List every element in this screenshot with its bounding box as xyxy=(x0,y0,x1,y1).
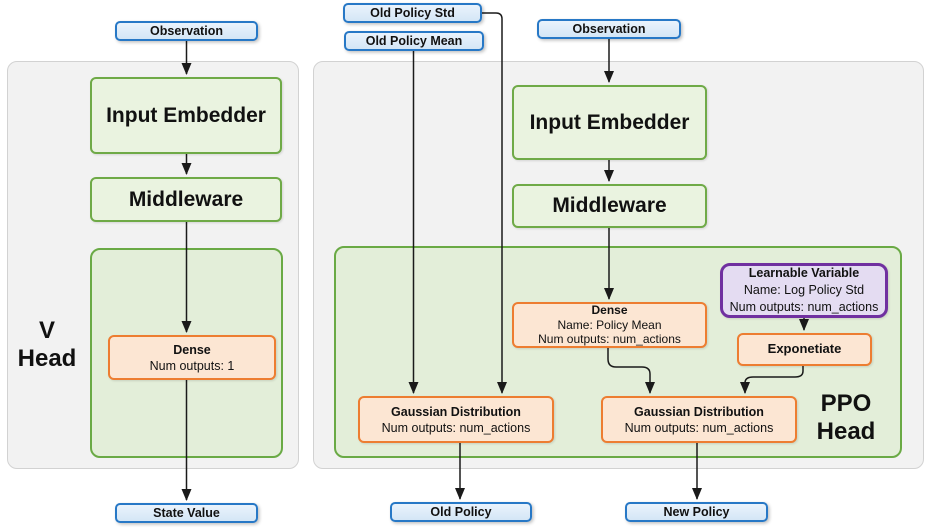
new-policy-label: New Policy xyxy=(663,505,730,519)
state-value-label: State Value xyxy=(153,506,220,520)
gaussian-title: Gaussian Distribution xyxy=(634,404,764,419)
observation-label: Observation xyxy=(572,22,646,36)
learnable-variable-title: Learnable Variable xyxy=(748,266,860,281)
new-policy-output: New Policy xyxy=(625,502,768,522)
v-head-title: V Head xyxy=(8,317,86,373)
ppo-head-title: PPO Head xyxy=(796,390,896,446)
state-value-output: State Value xyxy=(115,503,258,523)
observation-input-left: Observation xyxy=(115,21,258,41)
middleware-left: Middleware xyxy=(90,177,282,222)
v-head-title-line2: Head xyxy=(17,345,77,372)
dense-name: Name: Policy Mean xyxy=(557,317,662,332)
input-embedder-left: Input Embedder xyxy=(90,77,282,154)
gaussian-distribution-old: Gaussian Distribution Num outputs: num_a… xyxy=(358,396,554,443)
dense-policy-mean: Dense Name: Policy Mean Num outputs: num… xyxy=(512,302,707,348)
middleware-right: Middleware xyxy=(512,184,707,228)
old-policy-mean-label: Old Policy Mean xyxy=(365,34,463,48)
dense-v-head: Dense Num outputs: 1 xyxy=(108,335,276,380)
gaussian-num-outputs: Num outputs: num_actions xyxy=(381,420,531,435)
old-policy-std-input: Old Policy Std xyxy=(343,3,482,23)
learnable-variable-name: Name: Log Policy Std xyxy=(743,283,865,298)
exponetiate-label: Exponetiate xyxy=(767,341,842,357)
old-policy-std-label: Old Policy Std xyxy=(370,6,455,20)
learnable-variable-num-outputs: Num outputs: num_actions xyxy=(729,299,879,314)
input-embedder-right: Input Embedder xyxy=(512,85,707,160)
dense-title: Dense xyxy=(173,342,211,357)
dense-num-outputs: Num outputs: 1 xyxy=(149,358,235,373)
old-policy-mean-input: Old Policy Mean xyxy=(344,31,484,51)
gaussian-num-outputs: Num outputs: num_actions xyxy=(624,420,774,435)
learnable-variable: Learnable Variable Name: Log Policy Std … xyxy=(720,263,888,318)
dense-num-outputs: Num outputs: num_actions xyxy=(538,332,681,347)
gaussian-title: Gaussian Distribution xyxy=(391,404,521,419)
gaussian-distribution-new: Gaussian Distribution Num outputs: num_a… xyxy=(601,396,797,443)
middleware-label: Middleware xyxy=(128,187,244,211)
dense-title: Dense xyxy=(591,302,628,317)
ppo-head-title-line1: PPO xyxy=(820,390,872,417)
observation-input-right: Observation xyxy=(537,19,681,39)
input-embedder-label: Input Embedder xyxy=(106,103,266,127)
ppo-head-title-line2: Head xyxy=(816,418,876,445)
exponetiate-op: Exponetiate xyxy=(737,333,872,366)
old-policy-output: Old Policy xyxy=(390,502,532,522)
observation-label: Observation xyxy=(150,24,223,38)
input-embedder-label: Input Embedder xyxy=(529,110,690,134)
old-policy-label: Old Policy xyxy=(430,505,492,519)
middleware-label: Middleware xyxy=(552,194,667,217)
v-head-title-line1: V xyxy=(38,317,55,344)
